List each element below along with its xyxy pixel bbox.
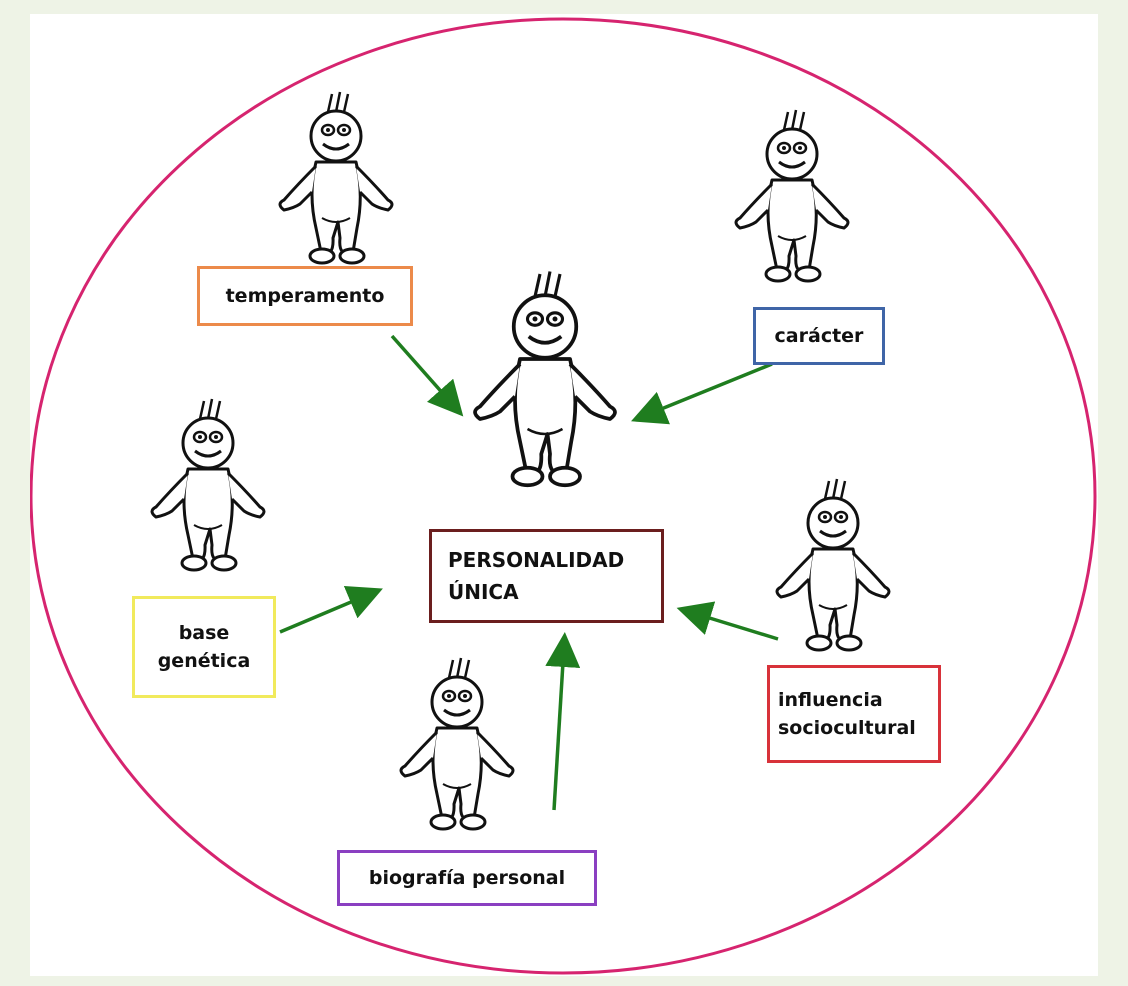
- central-box: PERSONALIDAD ÚNICA: [429, 529, 664, 623]
- cartoon-person-icon: [775, 477, 891, 652]
- arrow-caracter: [631, 362, 773, 425]
- arrow-temperamento: [390, 334, 464, 417]
- arrow-influencia: [676, 601, 779, 641]
- cartoon-person-icon: [734, 108, 850, 283]
- diagram-scene: [30, 17, 1097, 975]
- outer-circle: [30, 17, 1097, 975]
- factor-box-biografia: biografía personal: [337, 850, 597, 906]
- cartoon-person-icon: [473, 269, 617, 488]
- factor-label: biografía personal: [368, 866, 566, 889]
- arrow-base: [279, 586, 383, 634]
- diagram-canvas: temperamento carácter PERSONALIDAD ÚNICA…: [30, 14, 1098, 976]
- factor-box-influencia: influencia sociocultural: [767, 665, 941, 763]
- factor-label: base genética: [157, 621, 251, 673]
- factor-box-temperamento: temperamento: [197, 266, 413, 326]
- factor-label: carácter: [774, 324, 864, 347]
- cartoon-person-icon: [278, 90, 394, 265]
- arrow-biografia: [545, 632, 581, 811]
- cartoon-person-icon: [150, 397, 266, 572]
- cartoon-person-icon: [399, 656, 515, 831]
- factor-label: temperamento: [225, 284, 385, 307]
- central-label: PERSONALIDAD ÚNICA: [448, 548, 625, 604]
- white-blob: [970, 859, 1062, 954]
- factor-box-base: base genética: [132, 596, 276, 698]
- factor-label: influencia sociocultural: [778, 688, 916, 740]
- factor-box-caracter: carácter: [753, 307, 885, 365]
